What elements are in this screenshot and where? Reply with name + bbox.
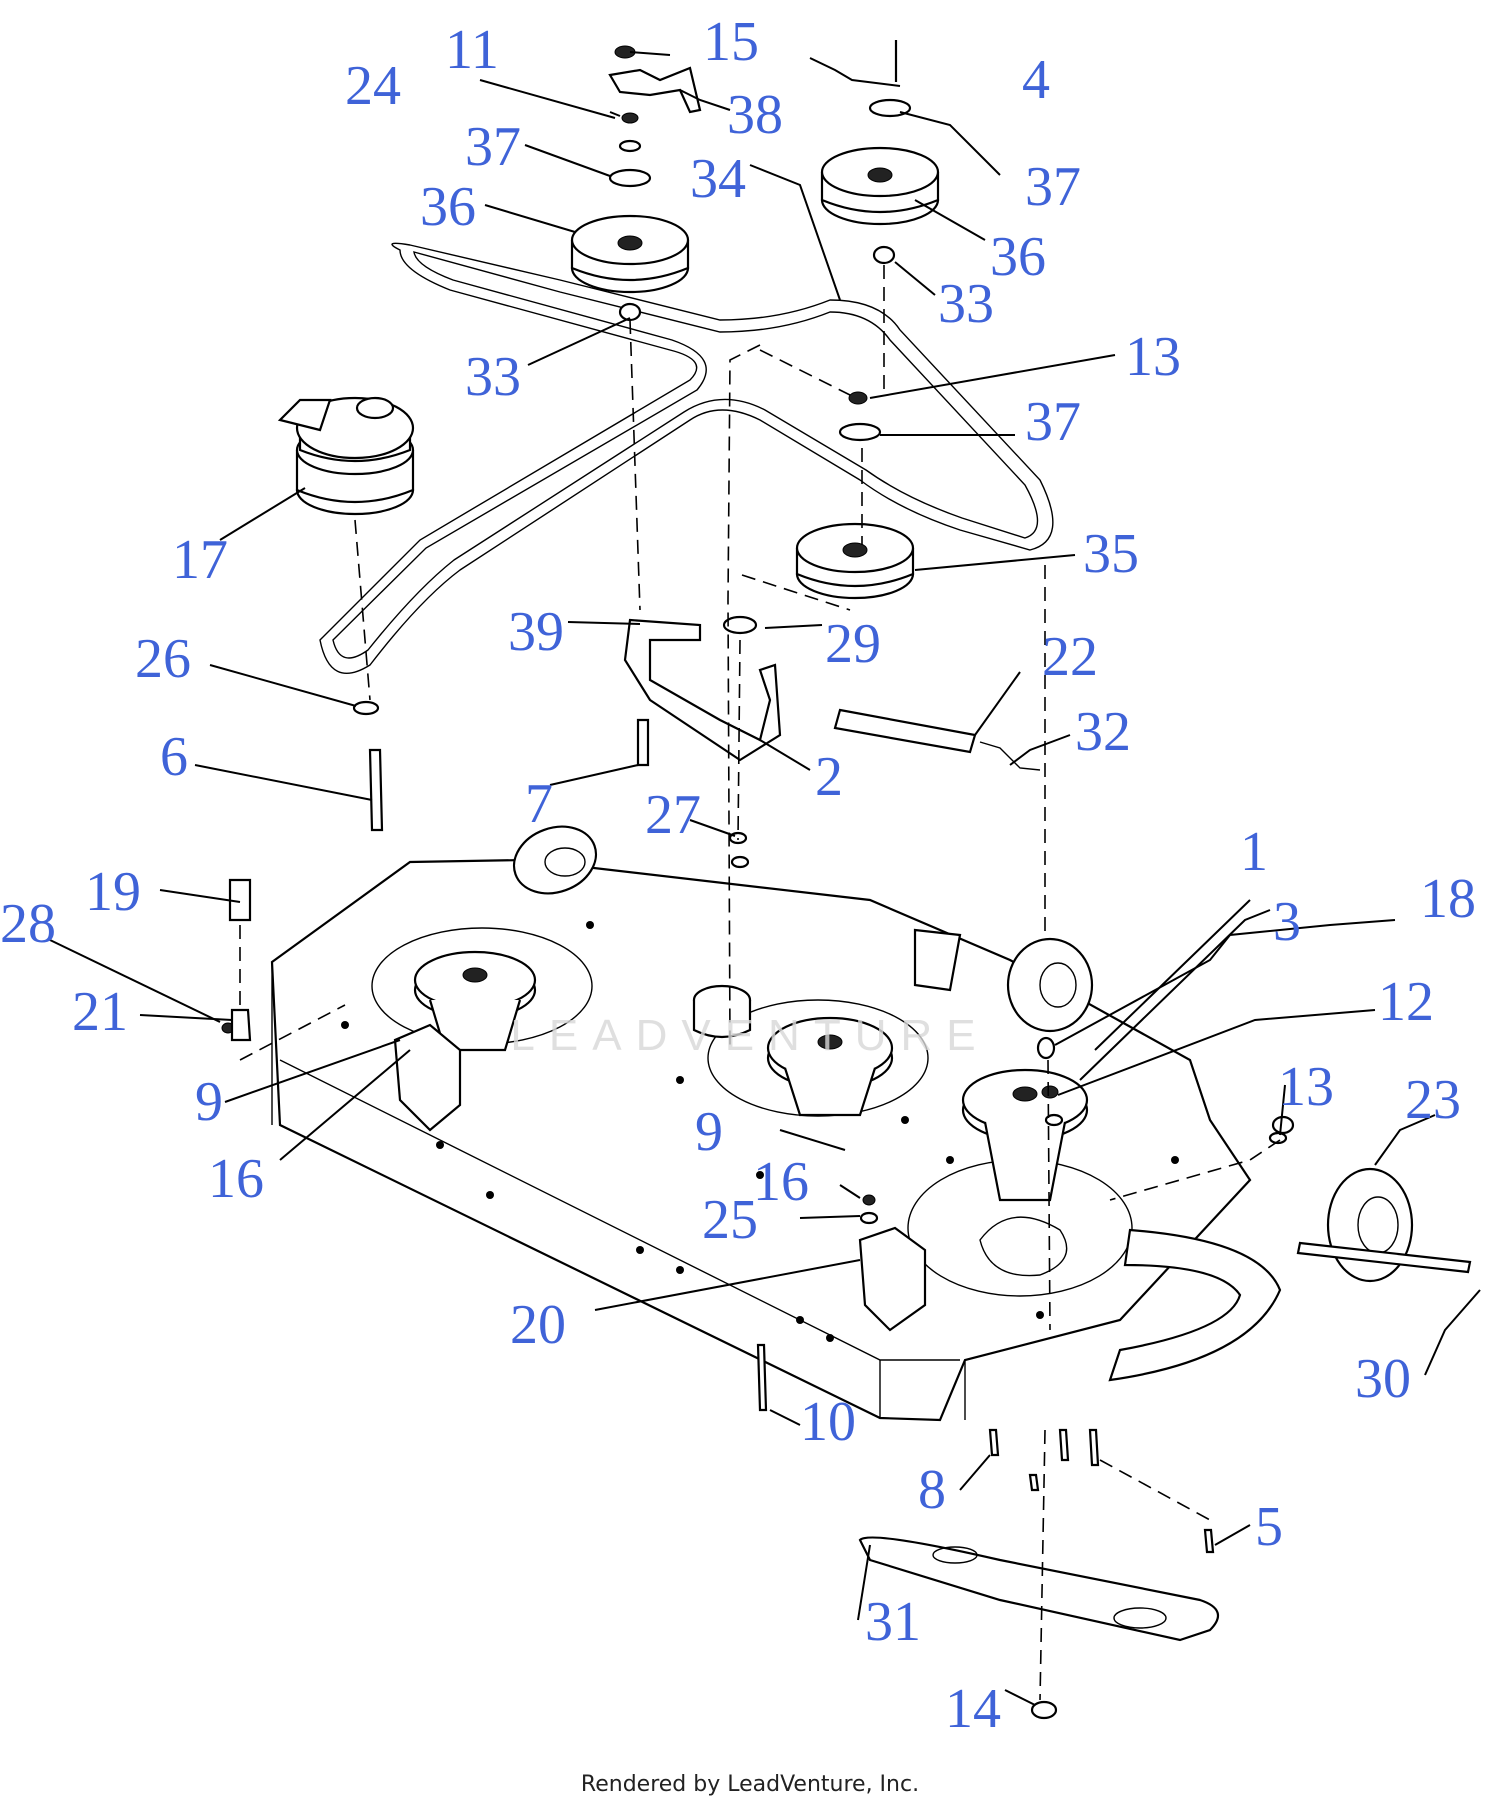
callout-1: 1 <box>1240 821 1268 883</box>
hardware-parts <box>221 700 1295 1720</box>
callout-39: 39 <box>508 601 564 663</box>
assembly-lines <box>239 265 1281 1701</box>
callout-25: 25 <box>702 1189 758 1251</box>
callout-33: 33 <box>465 346 521 408</box>
callout-29: 29 <box>825 613 881 675</box>
callout-28: 28 <box>0 893 56 955</box>
callout-13: 13 <box>1278 1056 1334 1118</box>
deck-bracket-front <box>858 1226 927 1332</box>
spindle-center <box>692 984 894 1117</box>
mower-blade <box>858 1536 1220 1642</box>
callout-12: 12 <box>1378 971 1434 1033</box>
callout-13: 13 <box>1125 326 1181 388</box>
callout-3: 3 <box>1273 891 1301 953</box>
mower-deck-housing <box>270 858 1282 1422</box>
leader-lines <box>49 51 1481 1706</box>
callout-2: 2 <box>815 746 843 808</box>
callout-24: 24 <box>345 55 401 117</box>
callout-19: 19 <box>85 861 141 923</box>
deck-wheel-rear-right <box>1006 937 1094 1033</box>
callout-36: 36 <box>420 176 476 238</box>
callout-27: 27 <box>645 784 701 846</box>
drive-belt <box>319 242 1054 674</box>
callout-numbers: 11 15 4 24 38 37 34 37 36 36 33 33 13 37… <box>0 11 1476 1740</box>
idler-pulley-left <box>570 45 702 322</box>
callout-36: 36 <box>990 226 1046 288</box>
callout-16: 16 <box>753 1151 809 1213</box>
deck-bracket-left <box>393 1023 462 1132</box>
callout-9: 9 <box>195 1071 223 1133</box>
callout-34: 34 <box>690 148 746 210</box>
spindle-left <box>413 950 537 1052</box>
callout-37: 37 <box>1025 391 1081 453</box>
callout-14: 14 <box>945 1678 1001 1740</box>
callout-11: 11 <box>445 19 499 81</box>
callout-37: 37 <box>465 116 521 178</box>
callout-8: 8 <box>918 1459 946 1521</box>
footer-credit: Rendered by LeadVenture, Inc. <box>580 1772 920 1797</box>
callout-16: 16 <box>208 1148 264 1210</box>
tension-spring <box>833 708 1041 771</box>
callout-38: 38 <box>727 84 783 146</box>
callout-4: 4 <box>1022 49 1050 111</box>
gauge-wheel-23 <box>1296 1167 1472 1283</box>
callout-33: 33 <box>938 273 994 335</box>
callout-30: 30 <box>1355 1348 1411 1410</box>
callout-6: 6 <box>160 726 188 788</box>
callout-26: 26 <box>135 628 191 690</box>
callout-31: 31 <box>865 1591 921 1653</box>
idler-pulley-right <box>820 40 940 442</box>
callout-5: 5 <box>1255 1496 1283 1558</box>
callout-17: 17 <box>172 529 228 591</box>
callout-22: 22 <box>1042 626 1098 688</box>
callout-9: 9 <box>695 1101 723 1163</box>
callout-7: 7 <box>525 773 553 835</box>
electric-clutch <box>277 396 415 516</box>
callout-35: 35 <box>1083 523 1139 585</box>
callout-15: 15 <box>703 11 759 73</box>
deck-wheel-rear-left <box>512 825 598 895</box>
callout-18: 18 <box>1420 868 1476 930</box>
callout-20: 20 <box>510 1294 566 1356</box>
callout-32: 32 <box>1075 701 1131 763</box>
flat-idler-pulley <box>795 522 915 600</box>
callout-37: 37 <box>1025 156 1081 218</box>
deck-bracket-rear <box>913 928 962 992</box>
idler-arm <box>623 615 782 762</box>
watermark: LEADVENTURE <box>510 1011 989 1060</box>
callout-23: 23 <box>1405 1069 1461 1131</box>
callout-10: 10 <box>800 1391 856 1453</box>
callout-21: 21 <box>72 981 128 1043</box>
